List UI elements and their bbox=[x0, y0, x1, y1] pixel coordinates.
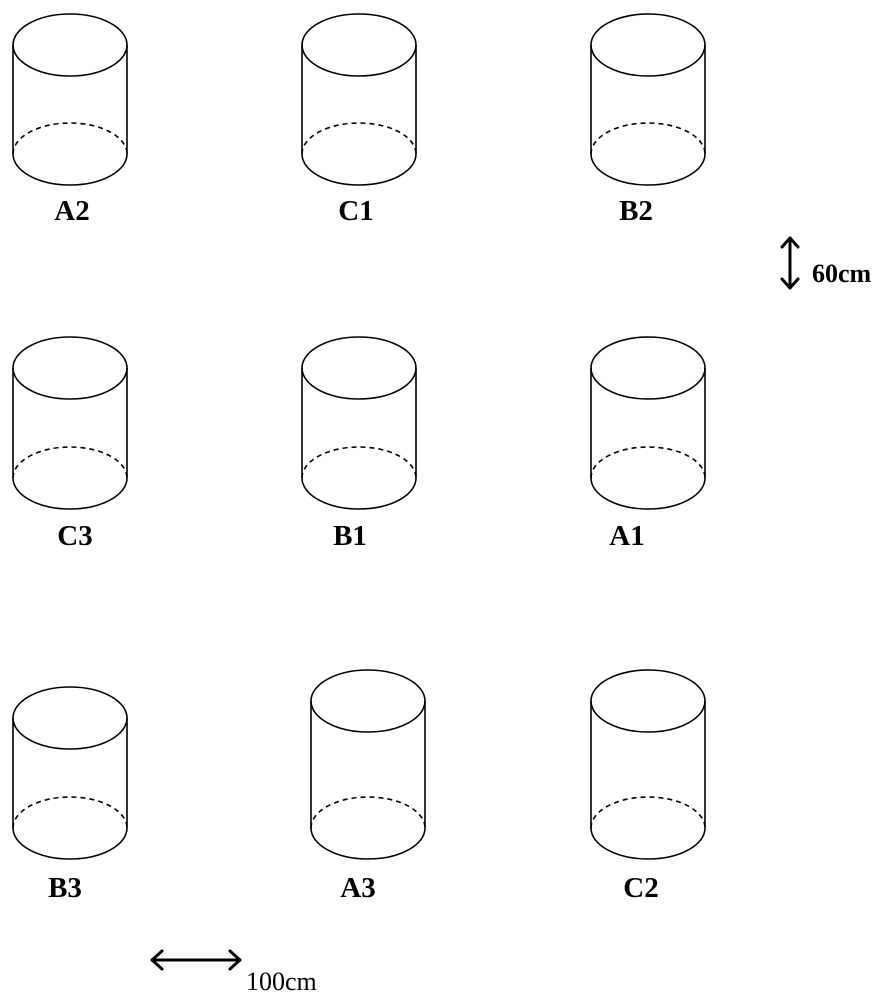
cylinder-label: B2 bbox=[619, 195, 653, 227]
cylinder-c1: C1 bbox=[301, 13, 417, 227]
cylinder-bottom-front-arc bbox=[590, 827, 706, 860]
cylinder-label: C2 bbox=[623, 872, 658, 904]
cylinder-bottom-hidden-arc bbox=[12, 446, 128, 479]
cylinder-bottom-hidden-arc bbox=[590, 796, 706, 829]
cylinder-bottom-front-arc bbox=[310, 827, 426, 860]
cylinder-label: B1 bbox=[333, 520, 367, 552]
vertical-scale-label: 60cm bbox=[812, 259, 872, 288]
cylinder-b2: B2 bbox=[590, 13, 706, 227]
cylinder-sides bbox=[590, 45, 706, 154]
cylinder-bottom-front-arc bbox=[590, 477, 706, 510]
cylinder-top-ellipse bbox=[590, 13, 706, 77]
cylinder-bottom-front-arc bbox=[12, 477, 128, 510]
vertical-double-arrow-icon bbox=[780, 236, 800, 290]
cylinder-sides bbox=[12, 718, 128, 828]
cylinder-b1: B1 bbox=[301, 336, 417, 552]
cylinder-label: C3 bbox=[57, 520, 92, 552]
cylinder-a3: A3 bbox=[310, 669, 426, 904]
cylinder-sides bbox=[12, 368, 128, 478]
cylinder-bottom-hidden-arc bbox=[12, 122, 128, 155]
cylinder-top-ellipse bbox=[301, 336, 417, 400]
cylinder-top-ellipse bbox=[590, 336, 706, 400]
cylinder-bottom-hidden-arc bbox=[301, 446, 417, 479]
cylinder-a1: A1 bbox=[590, 336, 706, 552]
cylinder-label: B3 bbox=[48, 872, 82, 904]
cylinder-sides bbox=[590, 701, 706, 828]
cylinder-bottom-front-arc bbox=[12, 827, 128, 860]
cylinder-bottom-front-arc bbox=[12, 153, 128, 186]
cylinder-a2: A2 bbox=[12, 13, 128, 227]
cylinder-top-ellipse bbox=[590, 669, 706, 733]
cylinder-label: A2 bbox=[54, 195, 89, 227]
horizontal-scale: 100cm bbox=[150, 949, 317, 996]
cylinder-bottom-hidden-arc bbox=[310, 796, 426, 829]
vertical-scale: 60cm bbox=[780, 236, 872, 290]
cylinder-bottom-front-arc bbox=[301, 153, 417, 186]
cylinder-bottom-front-arc bbox=[301, 477, 417, 510]
cylinder-bottom-hidden-arc bbox=[590, 446, 706, 479]
cylinder-top-ellipse bbox=[310, 669, 426, 733]
cylinder-b3: B3 bbox=[12, 686, 128, 904]
cylinder-sides bbox=[590, 368, 706, 478]
cylinder-bottom-hidden-arc bbox=[301, 122, 417, 155]
cylinder-top-ellipse bbox=[12, 336, 128, 400]
cylinder-sides bbox=[310, 701, 426, 828]
horizontal-scale-label: 100cm bbox=[246, 967, 317, 996]
cylinder-sides bbox=[301, 368, 417, 478]
cylinder-top-ellipse bbox=[12, 13, 128, 77]
cylinder-label: C1 bbox=[338, 195, 373, 227]
cylinder-bottom-front-arc bbox=[590, 153, 706, 186]
cylinder-label: A3 bbox=[340, 872, 375, 904]
horizontal-double-arrow-icon bbox=[150, 949, 242, 971]
cylinder-bottom-hidden-arc bbox=[12, 796, 128, 829]
cylinder-top-ellipse bbox=[301, 13, 417, 77]
cylinder-sides bbox=[301, 45, 417, 154]
cylinder-c3: C3 bbox=[12, 336, 128, 552]
cylinder-bottom-hidden-arc bbox=[590, 122, 706, 155]
cylinder-top-ellipse bbox=[12, 686, 128, 750]
cylinder-label: A1 bbox=[609, 520, 644, 552]
cylinder-sides bbox=[12, 45, 128, 154]
cylinder-c2: C2 bbox=[590, 669, 706, 904]
